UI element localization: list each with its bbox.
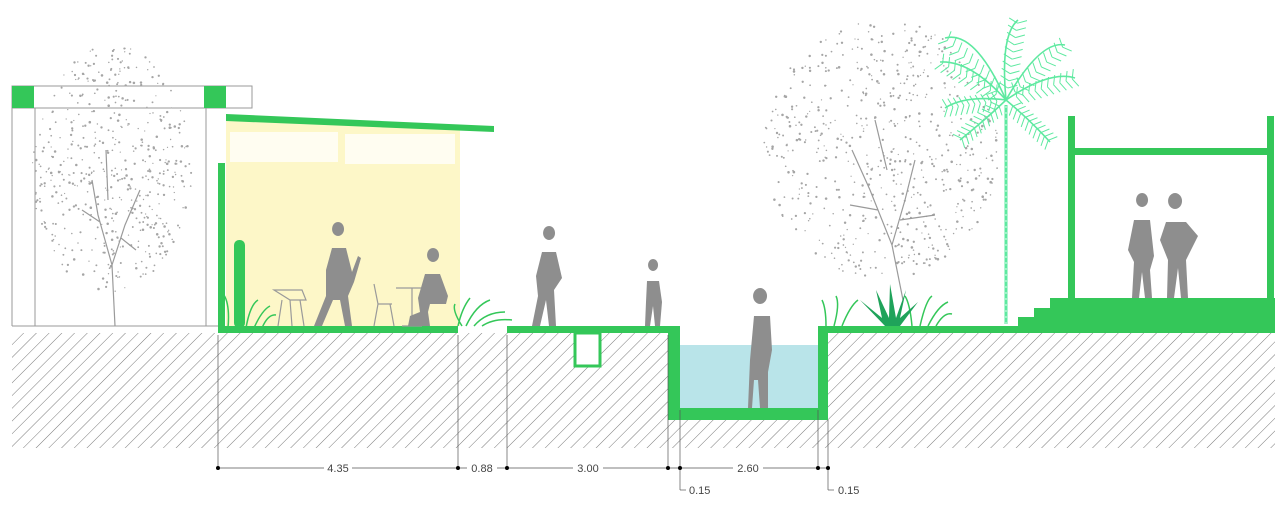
chair-icon [271,289,307,327]
person-silhouette [532,226,562,326]
pavilion-wall [218,163,225,333]
tree-icon [31,47,193,327]
agave-icon [860,284,918,326]
dimension-string [217,335,834,491]
pavilion-roof [226,114,494,132]
pool-coping [818,326,836,333]
dim-label-3-00: 3.00 [577,463,598,475]
person-silhouette [748,288,772,408]
dim-label-0-88: 0.88 [471,463,492,475]
dimension-ticks [216,466,830,470]
shrub-icon [223,294,277,329]
drain-box [573,331,602,368]
shrub-icon [453,297,513,327]
pool [668,326,836,420]
left-beam-block [12,86,34,108]
person-silhouette [408,248,448,326]
pavilion-interior [226,118,460,326]
person-silhouette [314,222,361,326]
left-beam-block [204,86,226,108]
pavilion-floor [218,326,458,333]
frame-post [1068,116,1075,302]
clerestory-window [345,134,455,164]
cactus-icon [234,240,245,328]
frame-post [1267,116,1274,302]
pool-shell [668,326,828,420]
dim-label-4-35: 4.35 [327,463,348,475]
frame-beam [1068,148,1274,155]
right-terrace [828,116,1275,333]
dimension-labels: 4.35 0.88 3.00 2.60 0.15 0.15 [324,461,859,497]
dim-label-0-15-left: 0.15 [689,485,710,497]
palm-fronds [934,17,1080,150]
left-building-outline [11,85,253,327]
person-silhouette [645,259,662,326]
palm-icon [934,17,1080,324]
dim-label-0-15-right: 0.15 [838,485,859,497]
walkway-slab [507,326,668,333]
person-silhouette [1160,193,1198,298]
person-silhouette [1128,193,1154,298]
clerestory-window [230,132,338,162]
shrub-icon [821,295,953,327]
pavilion [218,114,494,333]
chair-icon [373,283,395,327]
dim-label-2-60: 2.60 [737,463,758,475]
ground-hatch [12,333,1275,448]
